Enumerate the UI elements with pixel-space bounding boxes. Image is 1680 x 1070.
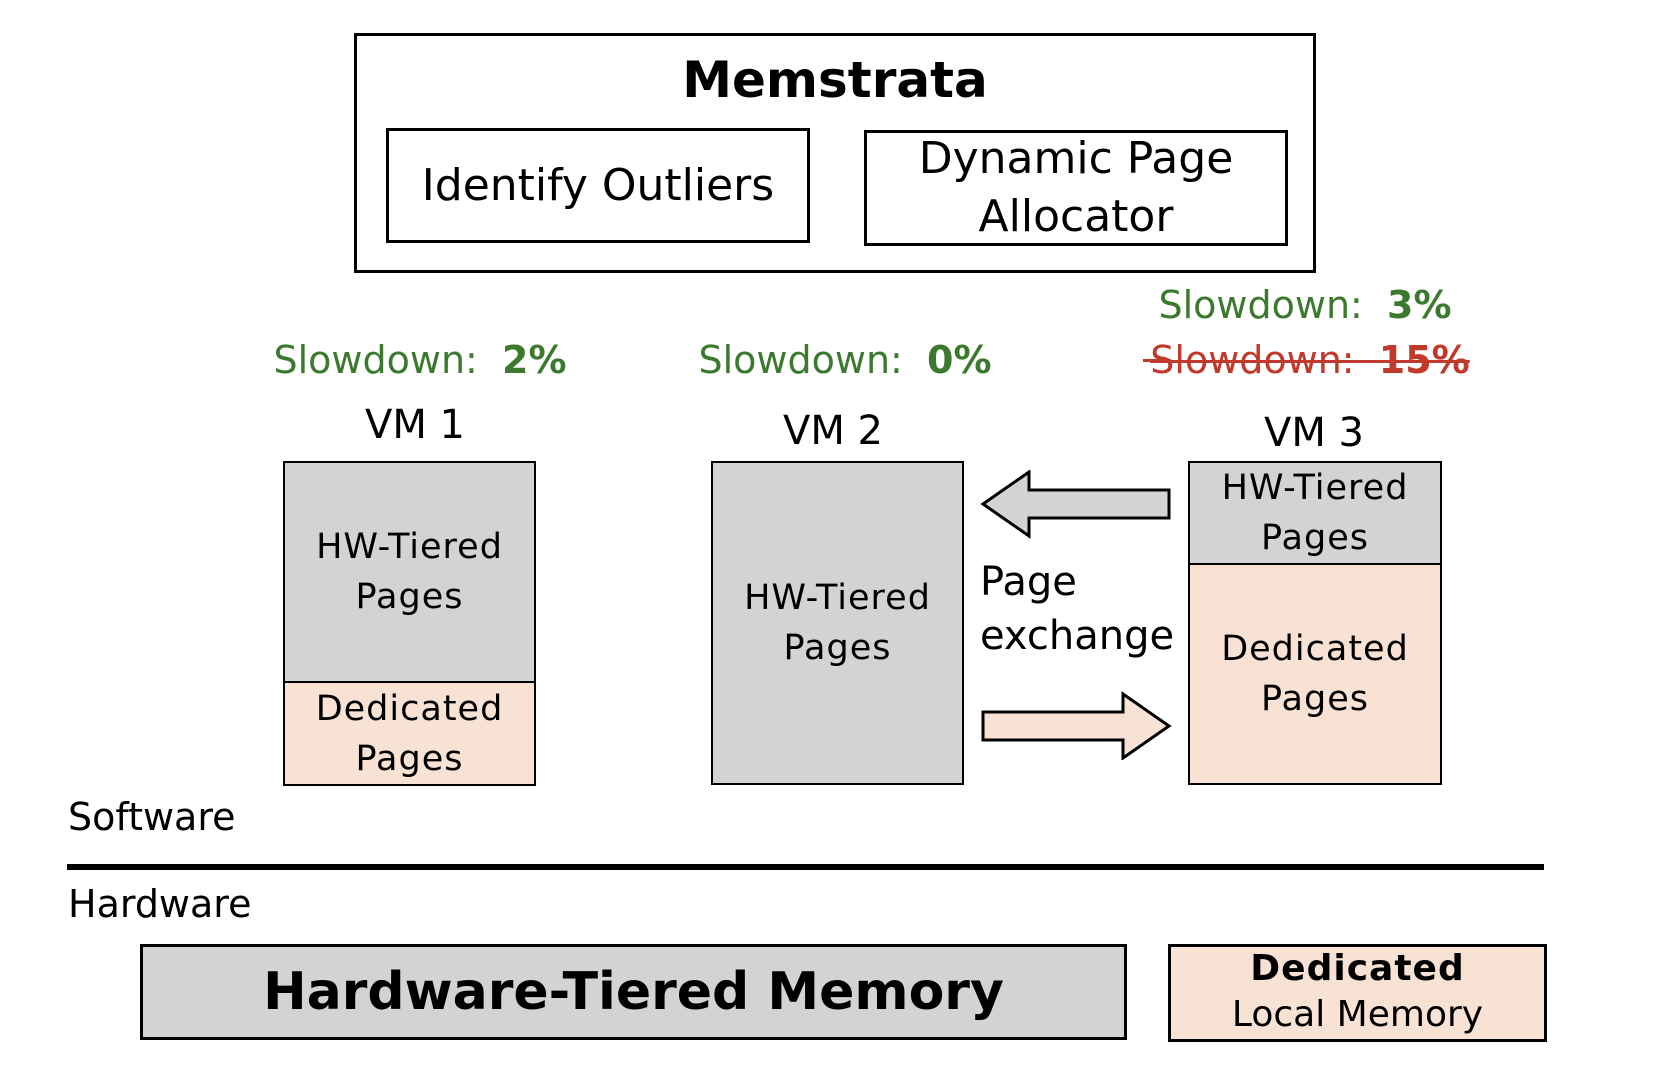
allocator-line-1: Dynamic Page: [918, 133, 1234, 184]
vm3-ded-line-2: Pages: [1261, 679, 1369, 719]
page-exchange-label: Page exchange: [980, 555, 1180, 665]
strikethrough-line: [1143, 359, 1171, 362]
vm3-old-slowdown: Slowdown: 15%: [1150, 333, 1469, 387]
page-exchange-line-1: Page: [980, 559, 1077, 605]
vm1-slowdown-value: 2%: [502, 338, 567, 382]
vm1-slowdown-prefix: Slowdown:: [273, 338, 478, 382]
software-label: Software: [68, 795, 236, 839]
vm3-hw-line-2: Pages: [1261, 518, 1369, 558]
vm3-slowdown-prefix: Slowdown:: [1158, 283, 1363, 327]
vm2-slowdown: Slowdown: 0%: [695, 333, 995, 387]
dedicated-local-line-2: Local Memory: [1231, 994, 1484, 1035]
vm3-slowdown-value: 3%: [1387, 283, 1452, 327]
vm1-ded-line-2: Pages: [355, 738, 464, 779]
software-hardware-divider: [67, 864, 1544, 870]
vm3-hw-line-1: HW-Tiered: [1221, 468, 1409, 508]
vm1-ded-line-1: Dedicated: [315, 688, 504, 729]
vm1-slowdown: Slowdown: 2%: [270, 333, 570, 387]
vm1-label: VM 1: [364, 402, 466, 448]
identify-outliers-box: Identify Outliers: [386, 128, 810, 243]
vm1-dedicated-pages: Dedicated Pages: [283, 681, 536, 786]
vm2-label: VM 2: [782, 408, 884, 454]
vm2-slowdown-value: 0%: [927, 338, 992, 382]
arrow-left-icon: [980, 470, 1171, 539]
vm3-hw-tiered-pages: HW-Tiered Pages: [1188, 461, 1442, 565]
vm1-hw-line-1: HW-Tiered: [316, 527, 503, 567]
vm2-hw-tiered-pages: HW-Tiered Pages: [711, 461, 964, 785]
vm3-old-slowdown-value: 15%: [1378, 338, 1470, 382]
vm3-dedicated-pages: Dedicated Pages: [1188, 563, 1442, 785]
vm2-hw-line-2: Pages: [783, 628, 892, 668]
hardware-label: Hardware: [68, 882, 252, 926]
vm1-hw-tiered-pages: HW-Tiered Pages: [283, 461, 536, 683]
vm2-hw-line-1: HW-Tiered: [744, 578, 931, 618]
page-exchange-arrows: [980, 470, 1172, 760]
arrow-right-icon: [981, 691, 1172, 760]
vm3-ded-line-1: Dedicated: [1221, 629, 1409, 669]
dynamic-page-allocator-box: Dynamic Page Allocator: [864, 130, 1288, 246]
vm3-slowdown: Slowdown: 3%: [1155, 278, 1455, 332]
vm3-label: VM 3: [1263, 410, 1365, 456]
memstrata-title: Memstrata: [682, 51, 988, 109]
vm2-slowdown-prefix: Slowdown:: [698, 338, 903, 382]
vm3-old-slowdown-prefix: Slowdown:: [1150, 338, 1355, 382]
hardware-tiered-memory-box: Hardware-Tiered Memory: [140, 944, 1127, 1040]
vm1-hw-line-2: Pages: [355, 577, 464, 617]
page-exchange-line-2: exchange: [980, 613, 1175, 659]
allocator-line-2: Allocator: [978, 191, 1174, 242]
dedicated-local-memory-box: Dedicated Local Memory: [1168, 944, 1547, 1042]
dedicated-local-line-1: Dedicated: [1250, 948, 1465, 989]
memstrata-box: [354, 33, 1316, 273]
